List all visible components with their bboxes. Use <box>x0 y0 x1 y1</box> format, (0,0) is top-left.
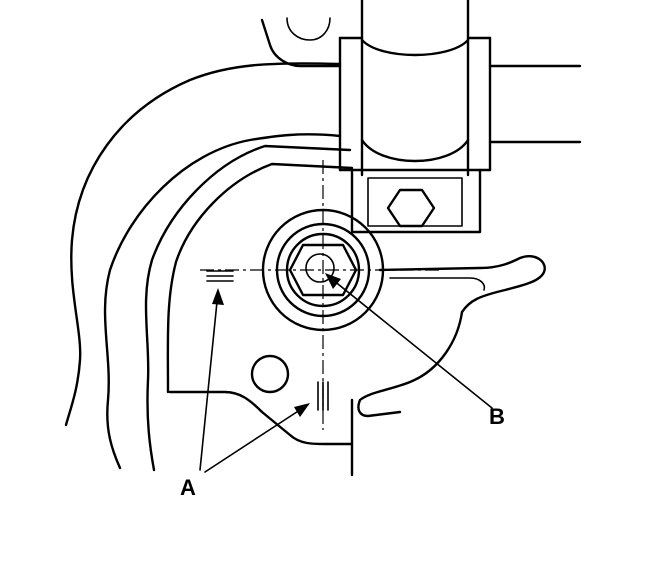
lever-arm-upper <box>378 255 546 314</box>
small-bolt-housing <box>367 177 463 227</box>
clamp-strap-curve-low <box>360 138 470 163</box>
outer-arm-outline <box>64 62 342 427</box>
pivot-bolt-center <box>305 253 335 283</box>
leader-a-2 <box>204 405 307 473</box>
leader-b <box>327 275 493 409</box>
lower-plate <box>168 390 354 477</box>
leader-a-1 <box>199 291 219 471</box>
callout-label-b: B <box>489 404 505 429</box>
callout-label-a: A <box>180 475 196 500</box>
leader-a-1-arrowhead <box>212 288 224 305</box>
small-bolt-hex <box>386 188 436 228</box>
clamp-lower-bracket <box>350 168 482 234</box>
inner-arm-outline <box>103 133 342 470</box>
top-tab <box>260 18 342 68</box>
alignment-mark-vertical <box>317 381 329 411</box>
lever-arm-lower <box>357 310 464 418</box>
lever-arm-inner <box>389 277 486 291</box>
leader-b-arrowhead <box>325 273 341 289</box>
alignment-mark-horizontal <box>206 270 234 282</box>
clamp-strap-curve <box>360 38 470 57</box>
bracket-inner-contour <box>166 162 354 394</box>
bracket-outer-contour <box>144 144 352 472</box>
plate-hole <box>250 354 290 394</box>
leader-a-2-arrowhead <box>294 403 310 417</box>
top-tab-hole <box>286 17 331 41</box>
pivot-bolt-hex-icon <box>288 243 358 297</box>
